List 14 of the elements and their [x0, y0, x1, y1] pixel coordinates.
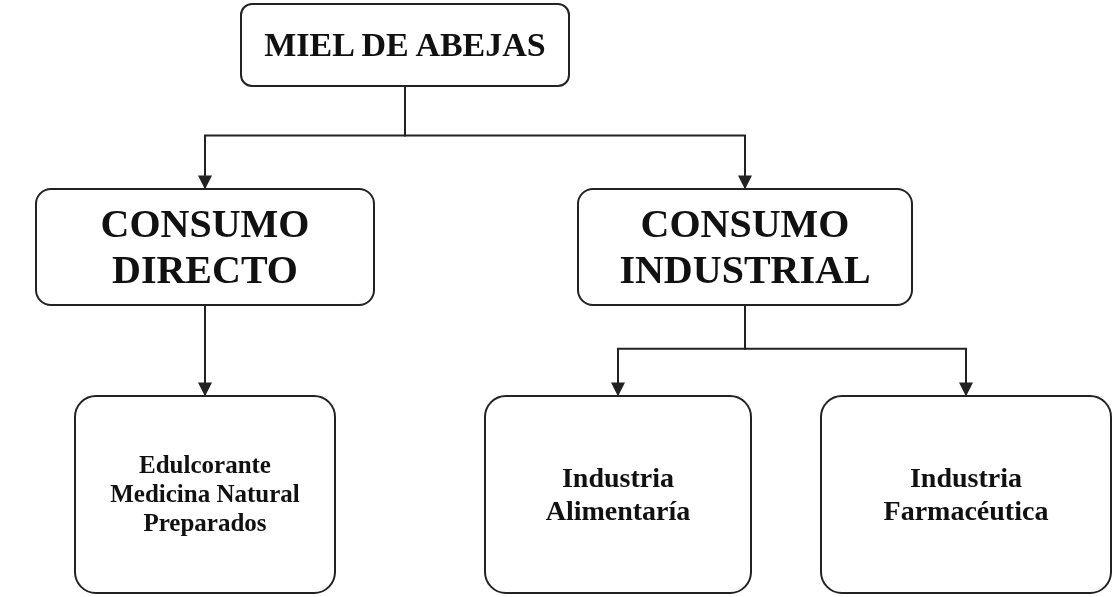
node-label: CONSUMO INDUSTRIAL	[618, 201, 872, 293]
rounded-box	[820, 395, 1112, 594]
arrow	[744, 305, 973, 397]
node-label: Industria Farmacéutica	[882, 462, 1050, 527]
arrow	[198, 305, 212, 397]
node-label: Edulcorante Medicina Natural Preparados	[109, 451, 301, 538]
rounded-box	[35, 188, 375, 306]
rounded-box	[484, 395, 752, 594]
rounded-box	[577, 188, 913, 306]
rounded-box	[240, 3, 570, 87]
node-label: MIEL DE ABEJAS	[264, 25, 546, 65]
node-label: Industria Alimentaría	[544, 462, 692, 527]
rounded-box	[74, 395, 336, 594]
node-label: CONSUMO DIRECTO	[99, 201, 311, 293]
